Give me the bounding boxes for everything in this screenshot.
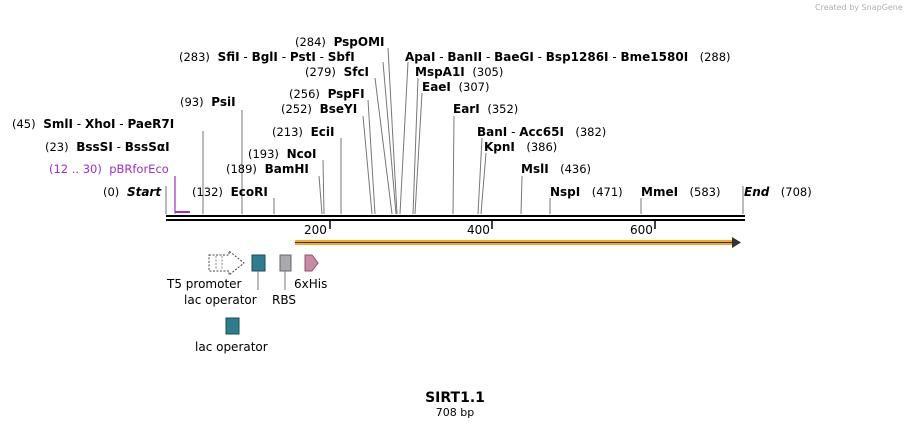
site-eaei[interactable]: EaeI (307) <box>422 80 490 94</box>
rbs-feature <box>279 254 292 272</box>
t5-promoter-feature <box>208 249 245 277</box>
tick-label-400: 400 <box>467 223 490 237</box>
snapgene-credit: Created by SnapGene <box>815 3 903 12</box>
feature-label-lac-operator-1[interactable]: lac operator <box>184 293 257 307</box>
site-mspa1i[interactable]: MspA1I (305) <box>415 65 504 79</box>
scale-ticks <box>329 221 656 229</box>
sequence-backbone <box>166 215 745 221</box>
site-pspomi[interactable]: (284) PspOMI <box>295 35 385 49</box>
site-sfci[interactable]: (279) SfcI <box>305 65 370 79</box>
lac-operator-feature-1 <box>251 254 266 272</box>
site-group-283[interactable]: (283) SfiI - BglI - PstI - SbfI <box>179 50 355 64</box>
site-eari[interactable]: EarI (352) <box>453 102 519 116</box>
tick-label-200: 200 <box>304 223 327 237</box>
site-pspfi[interactable]: (256) PspFI <box>289 87 365 101</box>
feature-label-t5-promoter[interactable]: T5 promoter <box>167 277 242 291</box>
site-group-45[interactable]: (45) SmlI - XhoI - PaeR7I <box>12 117 175 131</box>
site-mmei[interactable]: MmeI (583) <box>641 185 721 199</box>
feature-label-lac-operator-2[interactable]: lac operator <box>195 340 268 354</box>
site-nspi[interactable]: NspI (471) <box>550 185 623 199</box>
sequence-start: (0) Start <box>103 185 162 199</box>
site-group-382[interactable]: BanI - Acc65I (382) <box>477 125 607 139</box>
his-tag-feature <box>304 254 319 272</box>
site-bamhi[interactable]: (189) BamHI <box>226 162 309 176</box>
site-ecori[interactable]: (132) EcoRI <box>192 185 268 199</box>
site-psii[interactable]: (93) PsiI <box>180 95 236 109</box>
sequence-end: End (708) <box>744 185 812 199</box>
lac-operator-feature-2 <box>225 317 240 335</box>
site-connector-lines <box>165 47 744 215</box>
orf-arrow <box>295 237 741 248</box>
tick-label-600: 600 <box>630 223 653 237</box>
feature-label-6xhis[interactable]: 6xHis <box>294 277 328 291</box>
site-group-288[interactable]: ApaI - BanII - BaeGI - Bsp1286I - Bme158… <box>405 50 731 64</box>
map-length: 708 bp <box>435 406 475 419</box>
site-ecii[interactable]: (213) EciI <box>272 125 335 139</box>
site-group-23[interactable]: (23) BssSI - BssSαI <box>45 140 170 154</box>
feature-label-rbs[interactable]: RBS <box>272 293 296 307</box>
site-bseyi[interactable]: (252) BseYI <box>281 102 358 116</box>
site-msli[interactable]: MslI (436) <box>521 162 592 176</box>
site-ncoi[interactable]: (193) NcoI <box>248 147 317 161</box>
primer-pbrforeco[interactable]: (12 .. 30) pBRforEco <box>49 162 169 176</box>
map-title: SIRT1.1 <box>425 390 485 406</box>
site-kpni[interactable]: KpnI (386) <box>484 140 558 154</box>
